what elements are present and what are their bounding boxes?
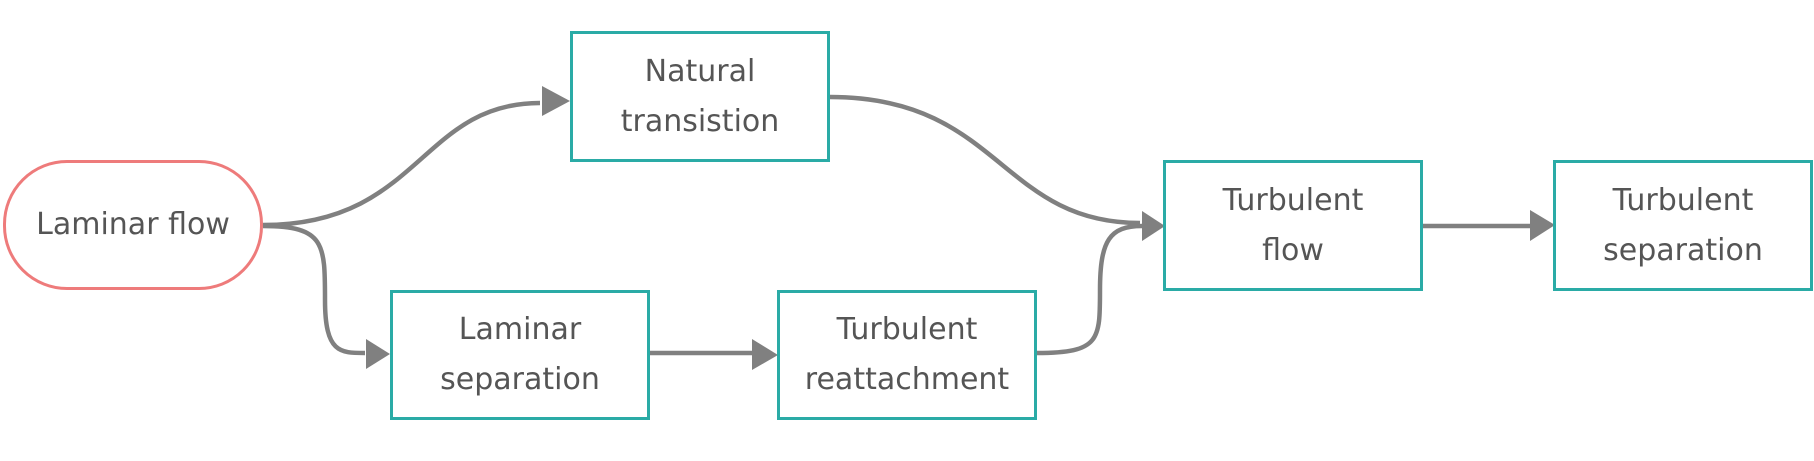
node-laminar-flow: Laminar flow [3,160,263,290]
edge-natural-transition-to-turbulent-flow [829,94,1165,241]
node-natural-transition-line-1: Natural [644,53,756,89]
node-turbulent-flow-line-2: flow [1262,232,1324,268]
edge-laminar-flow-to-laminar-separation [262,223,390,369]
edge-laminar-flow-to-natural-transition [262,86,570,228]
edge-turbulent-reattachment-to-turbulent-flow [1036,223,1143,356]
edge-laminar-separation-to-turbulent-reattachment [650,339,778,370]
node-turbulent-reattachment-line-2: reattachment [804,362,1010,397]
node-laminar-flow-label: Laminar flow [36,207,230,242]
node-turbulent-reattachment: Turbulent reattachment [777,290,1037,420]
node-laminar-separation: Laminar separation [390,290,650,420]
node-turbulent-separation-line-2: separation [1603,232,1763,268]
node-laminar-separation-line-2: separation [440,362,600,397]
edge-turbulent-flow-to-turbulent-separation [1423,210,1555,241]
node-turbulent-separation-line-1: Turbulent [1612,182,1754,218]
node-turbulent-flow-line-1: Turbulent [1222,182,1364,218]
node-laminar-separation-line-1: Laminar [458,312,582,347]
node-turbulent-reattachment-line-1: Turbulent [836,312,978,347]
node-natural-transition-line-2: transistion [620,103,780,139]
node-turbulent-flow: Turbulent flow [1163,160,1423,291]
node-natural-transition: Natural transistion [570,31,830,162]
node-turbulent-separation: Turbulent separation [1553,160,1813,291]
